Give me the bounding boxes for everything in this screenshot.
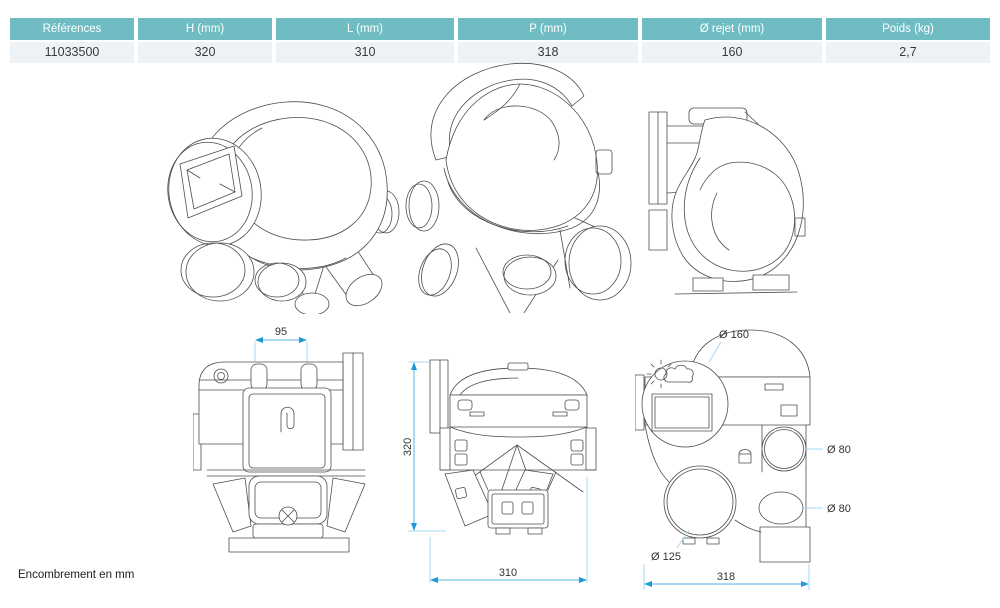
angled-spigot-left bbox=[444, 469, 494, 527]
left-spigot-upper bbox=[408, 180, 440, 232]
dim-label-95: 95 bbox=[275, 326, 287, 338]
col-header-h: H (mm) bbox=[138, 18, 272, 40]
center-spigot bbox=[487, 489, 549, 529]
wedge-left bbox=[212, 477, 252, 533]
volute-profile bbox=[671, 116, 804, 282]
front-view-drawing: 320 310 bbox=[402, 359, 597, 583]
foot-right bbox=[752, 274, 790, 291]
wedge-right bbox=[326, 477, 366, 533]
dome-body bbox=[445, 83, 598, 231]
upper-box bbox=[449, 394, 588, 428]
fan-lines bbox=[451, 444, 584, 511]
front-spigot-large bbox=[185, 242, 255, 302]
top-view-drawing: Ø 160 Ø 80 Ø 80 Ø 125 318 bbox=[635, 329, 851, 590]
dim-label-80-bottom: Ø 80 bbox=[827, 503, 851, 515]
side-latch bbox=[595, 149, 613, 175]
cell-poids: 2,7 bbox=[826, 42, 990, 63]
mid-band bbox=[439, 426, 597, 471]
bottom-band bbox=[228, 537, 350, 553]
lock-icon bbox=[738, 449, 752, 464]
cell-rejet: 160 bbox=[642, 42, 822, 63]
dim-label-80-top: Ø 80 bbox=[827, 444, 851, 456]
grille-icon bbox=[570, 439, 584, 452]
col-header-l: L (mm) bbox=[276, 18, 454, 40]
grille-icon bbox=[454, 453, 468, 466]
side-port-80-top bbox=[761, 426, 807, 472]
front-spigot-small bbox=[257, 262, 307, 302]
rect-duct-opening bbox=[179, 145, 243, 219]
dim-label-125: Ø 125 bbox=[651, 551, 681, 563]
cell-reference: 11033500 bbox=[10, 42, 134, 63]
mount-bracket bbox=[242, 387, 332, 473]
leader-line bbox=[708, 341, 722, 363]
wall-flange bbox=[429, 359, 449, 434]
cell-l: 310 bbox=[276, 42, 454, 63]
col-header-poids: Poids (kg) bbox=[826, 18, 990, 40]
col-header-rejet: Ø rejet (mm) bbox=[642, 18, 822, 40]
top-handle-arc bbox=[430, 62, 585, 161]
right-spigot-large bbox=[568, 225, 632, 301]
leader-line bbox=[676, 529, 690, 549]
cell-p: 318 bbox=[458, 42, 638, 63]
rear-view-drawing: 95 bbox=[193, 326, 366, 553]
front-spigot bbox=[503, 256, 557, 296]
grille-icon bbox=[521, 501, 534, 515]
col-header-p: P (mm) bbox=[458, 18, 638, 40]
dome-top bbox=[689, 329, 811, 378]
units-footnote: Encombrement en mm bbox=[18, 569, 135, 581]
extension-line bbox=[643, 564, 810, 590]
clip-detail bbox=[280, 406, 295, 433]
dim-label-318: 318 bbox=[717, 571, 735, 583]
display-window bbox=[651, 393, 713, 432]
dim-label-320: 320 bbox=[402, 438, 414, 456]
col-header-references: Références bbox=[10, 18, 134, 40]
dim-label-160: Ø 160 bbox=[719, 329, 749, 341]
grille-icon bbox=[570, 453, 584, 466]
dim-label-310: 310 bbox=[499, 567, 517, 579]
weather-icon bbox=[646, 359, 694, 389]
iso-view-front bbox=[405, 62, 632, 313]
spec-table: Références H (mm) L (mm) P (mm) Ø rejet … bbox=[10, 18, 990, 63]
extension-line bbox=[429, 477, 588, 583]
iso-view-left bbox=[167, 101, 400, 314]
grille-icon bbox=[454, 439, 468, 452]
rear-port-box bbox=[759, 526, 811, 563]
side-port-80-bottom bbox=[758, 491, 804, 525]
dome bbox=[449, 367, 588, 396]
cell-h: 320 bbox=[138, 42, 272, 63]
side-view bbox=[648, 107, 806, 295]
port-125 bbox=[663, 465, 737, 539]
grille-icon bbox=[501, 501, 514, 515]
foot-left bbox=[692, 277, 724, 292]
